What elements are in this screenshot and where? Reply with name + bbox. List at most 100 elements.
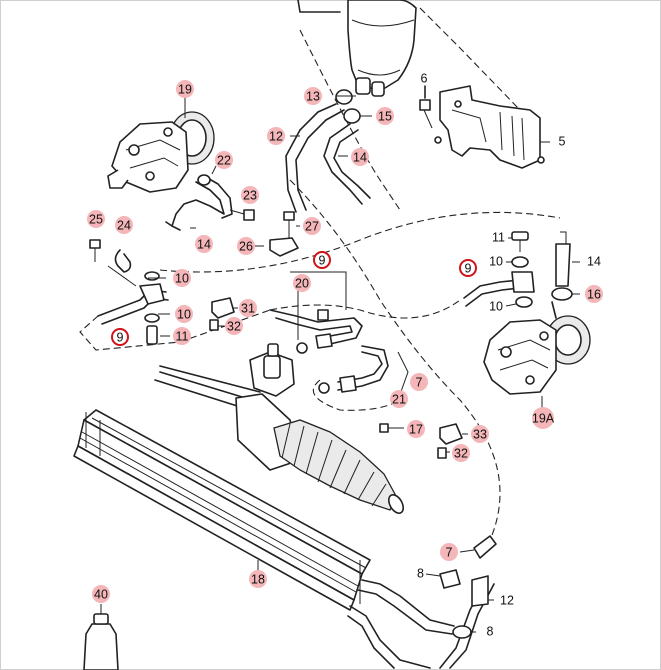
callout-19a: 19A bbox=[532, 407, 555, 429]
callout-22: 22 bbox=[215, 151, 233, 169]
callout-10d: 10 bbox=[489, 299, 503, 313]
callout-13: 13 bbox=[304, 87, 322, 105]
svg-text:7: 7 bbox=[416, 375, 423, 389]
callout-32a: 32 bbox=[225, 317, 243, 335]
callout-20: 20 bbox=[293, 274, 311, 292]
svg-text:20: 20 bbox=[295, 276, 309, 290]
hose-12-lower bbox=[471, 575, 489, 607]
svg-text:14: 14 bbox=[587, 254, 601, 268]
callout-25: 25 bbox=[87, 210, 105, 228]
callout-7b: 7 bbox=[440, 543, 458, 561]
svg-text:6: 6 bbox=[421, 71, 428, 85]
bolt-6 bbox=[419, 85, 433, 129]
clamp-31 bbox=[211, 297, 235, 319]
bolt-23 bbox=[229, 209, 255, 221]
svg-text:10: 10 bbox=[489, 254, 503, 268]
callout-16: 16 bbox=[585, 285, 603, 303]
callout-17: 17 bbox=[407, 420, 425, 438]
svg-text:33: 33 bbox=[473, 427, 487, 441]
svg-text:5: 5 bbox=[559, 134, 566, 148]
clamp-8-right bbox=[452, 625, 472, 639]
routing-line-1 bbox=[159, 211, 561, 273]
callout-11a: 11 bbox=[173, 327, 191, 345]
fluid-reservoir bbox=[297, 0, 417, 97]
pipe-20 bbox=[269, 271, 363, 354]
pipe-7-center bbox=[318, 345, 409, 401]
callout-14c: 14 bbox=[587, 254, 601, 268]
washer-10-right-upper bbox=[511, 256, 529, 268]
svg-text:40: 40 bbox=[94, 587, 108, 601]
callout-10c: 10 bbox=[489, 254, 503, 268]
svg-text:18: 18 bbox=[251, 572, 265, 586]
callout-7a: 7 bbox=[410, 373, 428, 391]
hose-14-upper-left bbox=[165, 175, 233, 231]
bolt-17 bbox=[379, 423, 400, 433]
callout-11b: 11 bbox=[492, 230, 505, 244]
hose-7-lower bbox=[473, 535, 497, 559]
hose-14-upper bbox=[323, 123, 371, 205]
svg-text:15: 15 bbox=[378, 109, 392, 123]
callout-23: 23 bbox=[241, 186, 259, 204]
svg-text:21: 21 bbox=[392, 392, 406, 406]
svg-text:22: 22 bbox=[217, 153, 231, 167]
callout-26: 26 bbox=[237, 237, 255, 255]
callout-31: 31 bbox=[239, 299, 257, 317]
routing-line-2 bbox=[289, 179, 501, 541]
svg-text:32: 32 bbox=[454, 446, 468, 460]
power-steering-pump-19a bbox=[483, 301, 591, 410]
clamp-33 bbox=[439, 423, 463, 445]
hose-12-upper bbox=[285, 103, 345, 213]
fluid-bottle-40 bbox=[83, 604, 119, 670]
power-steering-pump-19 bbox=[107, 96, 215, 193]
svg-text:10: 10 bbox=[177, 307, 191, 321]
bolt-32-right bbox=[437, 447, 447, 459]
callout-8b: 8 bbox=[487, 624, 494, 638]
svg-text:25: 25 bbox=[89, 212, 103, 226]
svg-text:26: 26 bbox=[239, 239, 253, 253]
svg-text:24: 24 bbox=[117, 218, 131, 232]
svg-text:13: 13 bbox=[306, 89, 320, 103]
svg-text:11: 11 bbox=[176, 329, 189, 343]
callout-18: 18 bbox=[249, 570, 267, 588]
svg-text:12: 12 bbox=[269, 129, 283, 143]
svg-text:31: 31 bbox=[241, 301, 255, 315]
svg-text:8: 8 bbox=[487, 624, 494, 638]
callout-14b: 14 bbox=[351, 148, 369, 166]
clamp-8-left bbox=[439, 569, 461, 589]
svg-text:17: 17 bbox=[409, 422, 423, 436]
bracket-26 bbox=[269, 237, 299, 257]
svg-text:16: 16 bbox=[587, 287, 601, 301]
callout-32b: 32 bbox=[452, 444, 470, 462]
bolt-25 bbox=[89, 239, 101, 262]
mounting-bracket bbox=[419, 7, 545, 169]
clamp-16 bbox=[551, 287, 573, 301]
callout-33: 33 bbox=[471, 425, 489, 443]
svg-text:23: 23 bbox=[243, 188, 257, 202]
bolt-27 bbox=[283, 211, 295, 238]
callout-24: 24 bbox=[115, 216, 133, 234]
callout-19: 19 bbox=[176, 80, 194, 98]
pipe-9-left bbox=[79, 271, 271, 351]
svg-text:7: 7 bbox=[446, 545, 453, 559]
svg-text:9: 9 bbox=[117, 330, 124, 344]
callout-12a: 12 bbox=[267, 127, 285, 145]
steering-rack bbox=[154, 343, 405, 514]
svg-text:10: 10 bbox=[175, 271, 189, 285]
callout-15: 15 bbox=[376, 107, 394, 125]
oil-cooler-18 bbox=[73, 409, 371, 611]
bolt-11-right bbox=[511, 231, 529, 252]
pipe-9-right bbox=[463, 271, 535, 307]
callout-21: 21 bbox=[390, 390, 408, 408]
callout-9c: 9 bbox=[459, 259, 477, 277]
callout-10a: 10 bbox=[173, 269, 191, 287]
routing-line-5 bbox=[312, 379, 401, 411]
callout-27: 27 bbox=[303, 217, 321, 235]
clamp-13 bbox=[335, 89, 353, 105]
callout-12b: 12 bbox=[500, 593, 514, 607]
callout-9b: 9 bbox=[313, 251, 331, 269]
callout-14a: 14 bbox=[195, 235, 213, 253]
svg-text:9: 9 bbox=[319, 253, 326, 267]
leader-lines bbox=[148, 95, 580, 633]
svg-text:11: 11 bbox=[492, 230, 505, 244]
